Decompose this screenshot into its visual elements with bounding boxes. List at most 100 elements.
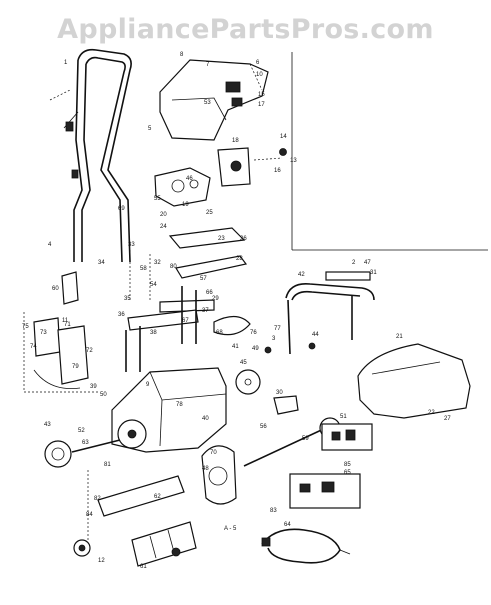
callout-34: 34 <box>98 260 105 266</box>
callout-59: 59 <box>302 436 309 442</box>
callout-75: 75 <box>22 324 29 330</box>
callout-9: 9 <box>146 382 150 388</box>
side-cover-part <box>357 343 471 419</box>
callout-81: 81 <box>104 462 111 468</box>
note-label: A - 5 <box>224 526 237 532</box>
callout-29: 29 <box>212 296 219 302</box>
power-cord-part <box>261 528 351 564</box>
chute-assembly-part <box>264 271 375 355</box>
callout-40: 40 <box>202 416 209 422</box>
callout-1: 1 <box>64 60 68 66</box>
center-linkage-parts <box>125 227 251 372</box>
callout-57: 57 <box>200 276 207 282</box>
callout-64: 64 <box>284 522 291 528</box>
callout-43: 43 <box>44 422 51 428</box>
callout-13: 13 <box>290 158 297 164</box>
callout-3: 3 <box>272 336 276 342</box>
callout-5: 5 <box>148 126 152 132</box>
callout-20: 20 <box>160 212 167 218</box>
callout-7: 7 <box>206 62 210 68</box>
callout-10: 10 <box>256 72 263 78</box>
callout-67: 67 <box>182 318 189 324</box>
callout-15: 15 <box>258 92 265 98</box>
callout-71: 71 <box>64 322 71 328</box>
callout-48: 48 <box>202 466 209 472</box>
top-shroud-part <box>159 59 269 141</box>
callout-60: 60 <box>52 286 59 292</box>
callout-84: 84 <box>86 512 93 518</box>
scraper-blade-part <box>73 470 197 567</box>
upper-bracket-part <box>217 147 287 187</box>
impeller-plate-part <box>235 369 261 395</box>
callout-39: 39 <box>90 384 97 390</box>
callout-66: 66 <box>206 290 213 296</box>
callout-12: 12 <box>98 558 105 564</box>
callout-80: 80 <box>170 264 177 270</box>
pulley-part <box>201 445 237 505</box>
callout-32: 32 <box>154 260 161 266</box>
callout-2: 2 <box>352 260 356 266</box>
callout-65: 65 <box>344 470 351 476</box>
callout-18: 18 <box>232 138 239 144</box>
callout-23: 23 <box>218 236 225 242</box>
callout-78: 78 <box>176 402 183 408</box>
callout-41: 41 <box>232 344 239 350</box>
callout-19: 19 <box>182 202 189 208</box>
callout-63: 63 <box>82 440 89 446</box>
callout-38: 38 <box>150 330 157 336</box>
callout-25: 25 <box>206 210 213 216</box>
callout-31: 31 <box>370 270 377 276</box>
callout-54: 54 <box>150 282 157 288</box>
callout-37: 37 <box>202 308 209 314</box>
callout-42: 42 <box>298 272 305 278</box>
callout-45: 45 <box>240 360 247 366</box>
callout-50: 50 <box>100 392 107 398</box>
callout-33: 33 <box>128 242 135 248</box>
watermark-text: AppliancePartsPros.com <box>57 14 434 45</box>
engine-block-part <box>154 167 211 207</box>
callout-79: 79 <box>72 364 79 370</box>
callout-46: 46 <box>186 176 193 182</box>
callout-8: 8 <box>180 52 184 58</box>
callout-27: 27 <box>444 416 451 422</box>
callout-73: 73 <box>40 330 47 336</box>
callout-17: 17 <box>258 102 265 108</box>
callout-30: 30 <box>276 390 283 396</box>
callout-52: 52 <box>78 428 85 434</box>
callout-28: 28 <box>236 256 243 262</box>
callout-61: 61 <box>140 564 147 570</box>
callout-53: 53 <box>204 100 211 106</box>
callout-22: 22 <box>428 410 435 416</box>
callout-16: 16 <box>274 168 281 174</box>
callout-74: 74 <box>30 344 37 350</box>
callout-69: 69 <box>118 206 125 212</box>
callout-72: 72 <box>86 348 93 354</box>
callout-83: 83 <box>270 508 277 514</box>
callout-4: 4 <box>48 242 52 248</box>
handle-assembly <box>49 48 132 263</box>
callout-82: 82 <box>94 496 101 502</box>
callout-70: 70 <box>210 450 217 456</box>
callout-6: 6 <box>256 60 260 66</box>
callout-24: 24 <box>160 224 167 230</box>
callout-76: 76 <box>250 330 257 336</box>
callout-68: 68 <box>216 330 223 336</box>
callout-labels: 1 2 3 4 5 6 7 8 9 10 11 12 13 14 15 16 1… <box>22 52 451 570</box>
callout-85: 85 <box>344 462 351 468</box>
callout-77: 77 <box>274 326 281 332</box>
callout-35: 35 <box>124 296 131 302</box>
callout-62: 62 <box>154 494 161 500</box>
callout-49: 49 <box>252 346 259 352</box>
callout-58: 58 <box>140 266 147 272</box>
auger-housing-part <box>44 367 227 468</box>
callout-11: 11 <box>62 318 69 324</box>
callout-55: 55 <box>154 196 161 202</box>
callout-36: 36 <box>118 312 125 318</box>
callout-14: 14 <box>280 134 287 140</box>
switch-box-part <box>23 271 100 393</box>
hardware-kit-parts <box>289 423 373 509</box>
callout-44: 44 <box>312 332 319 338</box>
callout-26: 26 <box>240 236 247 242</box>
